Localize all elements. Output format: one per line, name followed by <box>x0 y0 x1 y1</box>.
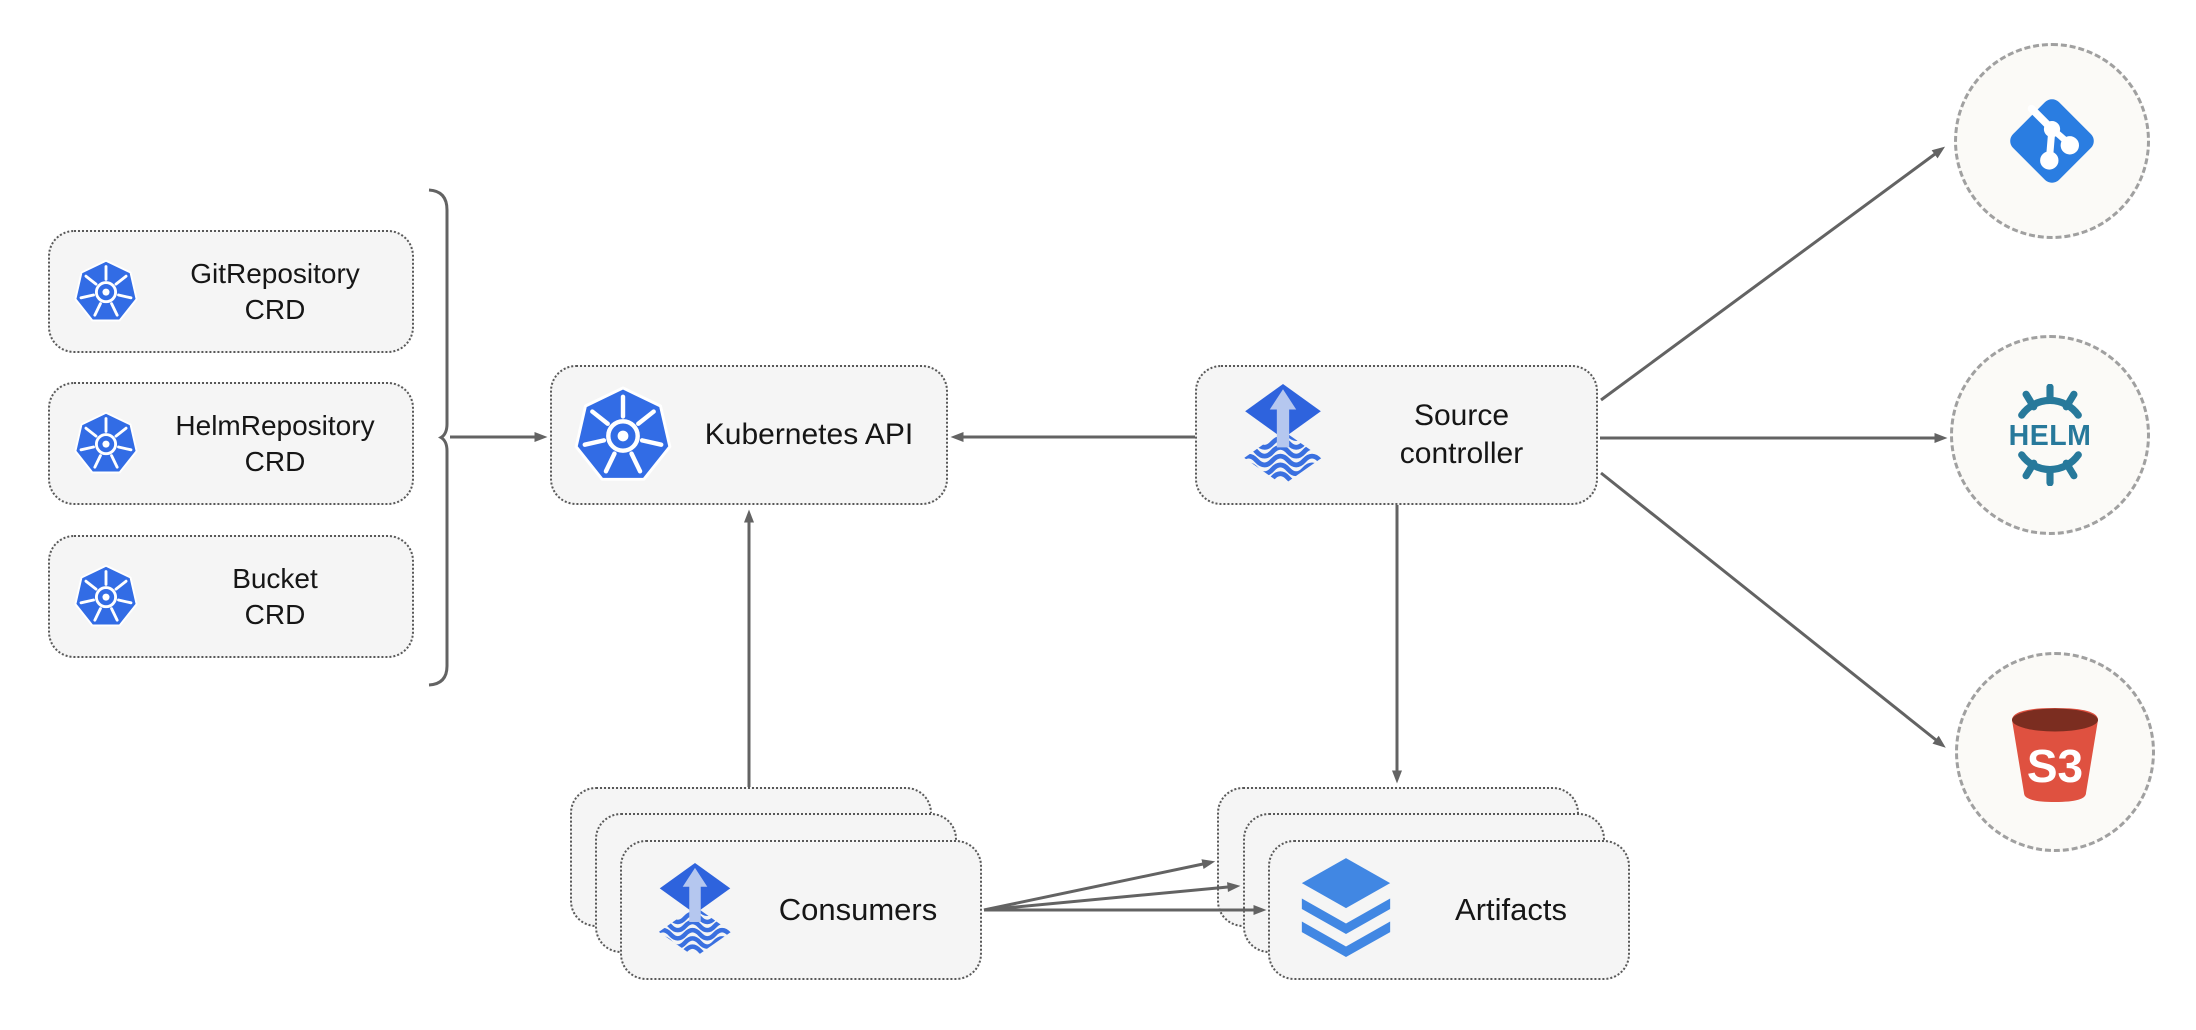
s3-bucket-icon <box>2000 696 2110 808</box>
node-label-line1: GitRepository <box>190 257 360 289</box>
node-label: GitRepository CRD <box>138 256 412 328</box>
node-s3-source <box>1955 652 2155 852</box>
kubernetes-icon <box>574 384 672 486</box>
node-helm-source <box>1950 335 2150 535</box>
node-label-line2: controller <box>1399 437 1524 470</box>
node-consumers: Consumers <box>620 840 982 980</box>
edge-consumers-to-artifacts-back <box>983 859 1216 912</box>
node-kubernetes-api: Kubernetes API <box>550 365 948 505</box>
node-label-line1: HelmRepository <box>175 409 375 441</box>
node-label-line2: CRD <box>244 293 306 325</box>
node-source-controller: Source controller <box>1195 365 1598 505</box>
edge-consumers-to-artifacts-mid <box>983 882 1241 912</box>
node-helmrepository-crd: HelmRepository CRD <box>48 382 414 505</box>
edge-source-controller-to-s3 <box>1600 471 1946 748</box>
node-label: HelmRepository CRD <box>138 408 412 480</box>
git-icon <box>1998 87 2106 195</box>
node-label: Source controller <box>1327 397 1596 474</box>
node-label: Consumers <box>778 892 938 928</box>
node-label-line2: CRD <box>244 598 306 630</box>
node-label: Artifacts <box>1455 892 1567 928</box>
layers-icon <box>1298 858 1394 962</box>
kubernetes-icon <box>74 410 138 477</box>
node-artifacts: Artifacts <box>1268 840 1630 980</box>
node-git-source <box>1954 43 2150 239</box>
node-label: Bucket CRD <box>138 561 412 633</box>
edge-source-controller-to-git <box>1600 146 1946 402</box>
node-gitrepository-crd: GitRepository CRD <box>48 230 414 353</box>
node-label-line2: CRD <box>244 445 306 477</box>
kubernetes-icon <box>74 258 138 325</box>
node-label-line1: Source <box>1413 398 1510 432</box>
crd-group-bracket <box>428 188 449 687</box>
flux-icon <box>1239 383 1327 487</box>
node-bucket-crd: Bucket CRD <box>48 535 414 658</box>
node-label-line1: Bucket <box>232 562 318 594</box>
node-label: Kubernetes API <box>704 417 914 451</box>
helm-icon <box>1994 384 2106 486</box>
flux-icon <box>654 862 736 959</box>
kubernetes-icon <box>74 563 138 630</box>
